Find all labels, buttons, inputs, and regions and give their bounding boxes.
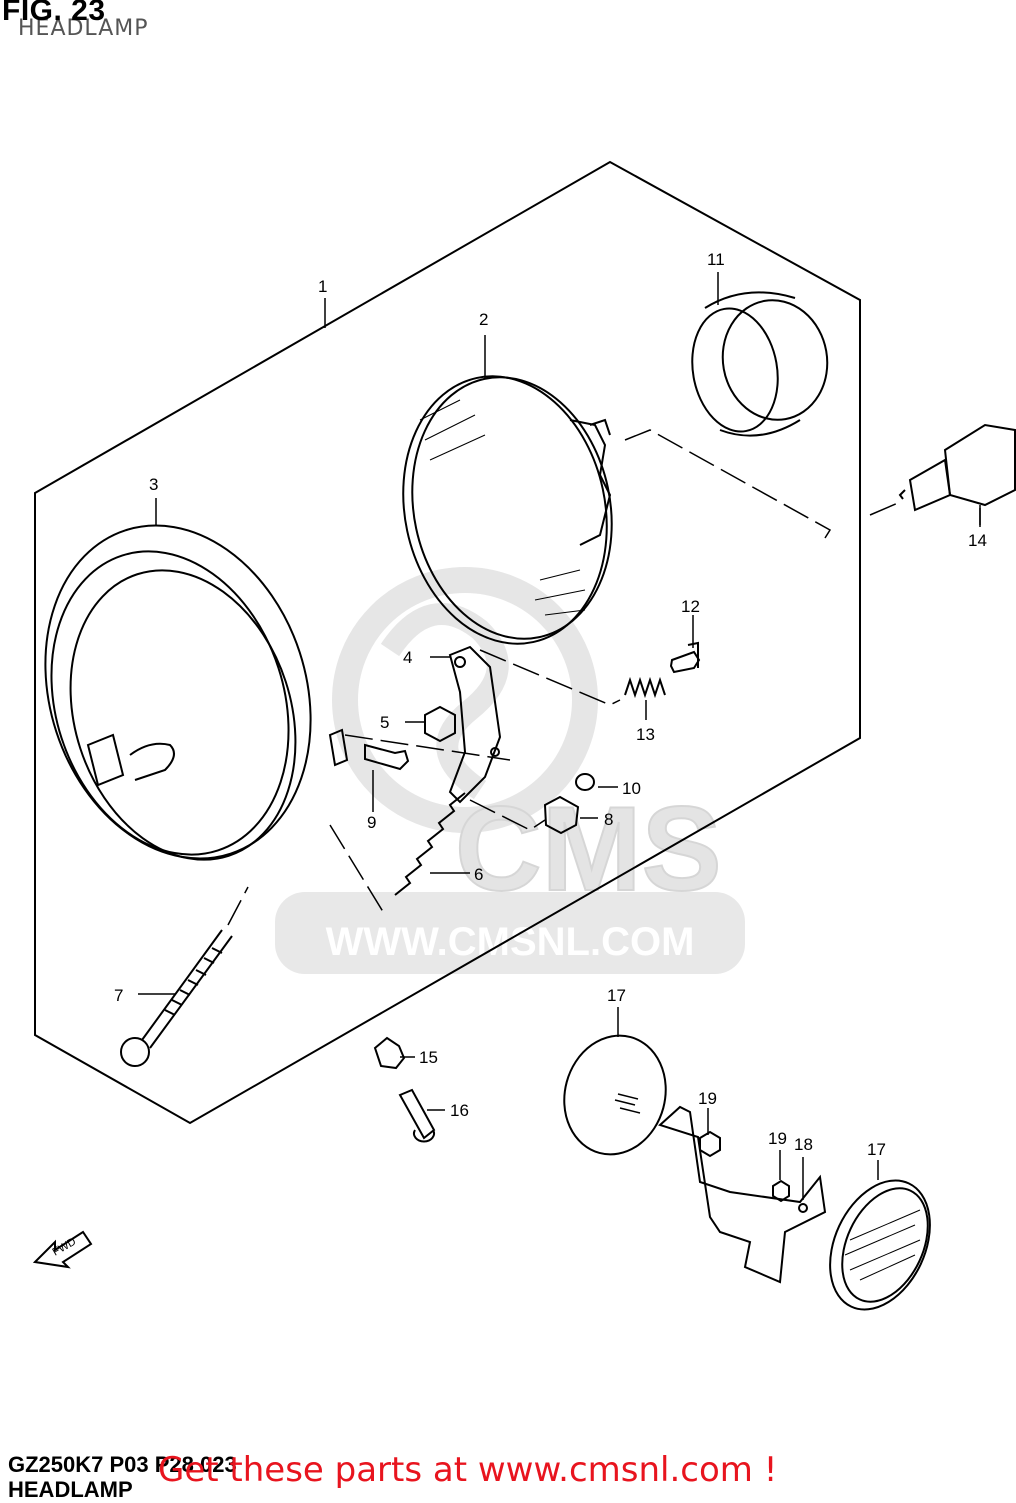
housing-outline: [34, 160, 861, 1125]
parts-link-banner[interactable]: Get these parts at www.cmsnl.com !: [158, 1450, 778, 1490]
callout-3: 3: [149, 475, 158, 494]
section-title: HEADLAMP: [8, 1477, 133, 1502]
spring-part-6: [394, 792, 466, 896]
nut-part-19-a: [699, 1130, 721, 1158]
callout-17-right: 17: [867, 1140, 886, 1159]
watermark-url-text: WWW.CMSNL.COM: [326, 920, 695, 964]
reflector-right: [829, 1179, 931, 1311]
callout-13: 13: [636, 725, 655, 744]
bolt-part-16: [398, 1088, 436, 1143]
callout-2: 2: [479, 310, 488, 329]
callout-1: 1: [318, 277, 327, 296]
callout-15: 15: [419, 1048, 438, 1067]
dashed-guide-lines: [227, 429, 899, 926]
figure-number: FIG. 23: [2, 0, 106, 27]
cap-part-15: [373, 1036, 406, 1070]
nut-part-19-b: [772, 1179, 790, 1203]
bulb-cover: [691, 291, 829, 437]
watermark: CMS WWW.CMSNL.COM: [275, 567, 745, 974]
spring-part-13: [624, 676, 666, 699]
collar-part-10: [575, 773, 595, 791]
adjuster-bracket: [448, 645, 502, 804]
reflector-left: [563, 1034, 667, 1156]
screw-part-12: [669, 641, 701, 674]
figure-title: HEADLAMP: [18, 16, 149, 41]
callout-8: 8: [604, 810, 613, 829]
callout-10: 10: [622, 779, 641, 798]
callout-17-left: 17: [607, 986, 626, 1005]
callout-5: 5: [380, 713, 389, 732]
nut-part-8: [543, 795, 580, 835]
callout-7: 7: [114, 986, 123, 1005]
watermark-logo-text: CMS: [455, 782, 722, 916]
reflector-bracket: [658, 1105, 827, 1284]
screw-part-9: [364, 743, 410, 771]
callout-14: 14: [968, 531, 987, 550]
callout-12: 12: [681, 597, 700, 616]
callout-11: 11: [707, 250, 725, 269]
adjusting-screw-part-7: [120, 929, 233, 1067]
callout-4: 4: [403, 648, 412, 667]
nut-part-5: [424, 705, 456, 743]
forward-direction-arrow: FWD: [32, 1230, 93, 1269]
callout-19-a: 19: [698, 1089, 717, 1108]
headlamp-rim: [44, 524, 349, 861]
callout-6: 6: [474, 865, 483, 884]
callout-labels: 1 2 3 4 5 6 7 8 9 10 11 12 13 14 15 16 1…: [114, 250, 987, 1159]
callout-18: 18: [794, 1135, 813, 1154]
callout-9: 9: [367, 813, 376, 832]
callout-19-b: 19: [768, 1129, 787, 1148]
model-code: GZ250K7 P03 P28 023: [8, 1452, 237, 1477]
bulb: [898, 423, 1016, 525]
headlamp-lens-unit: [402, 375, 613, 645]
callout-16: 16: [450, 1101, 469, 1120]
leader-lines: [138, 272, 981, 1200]
